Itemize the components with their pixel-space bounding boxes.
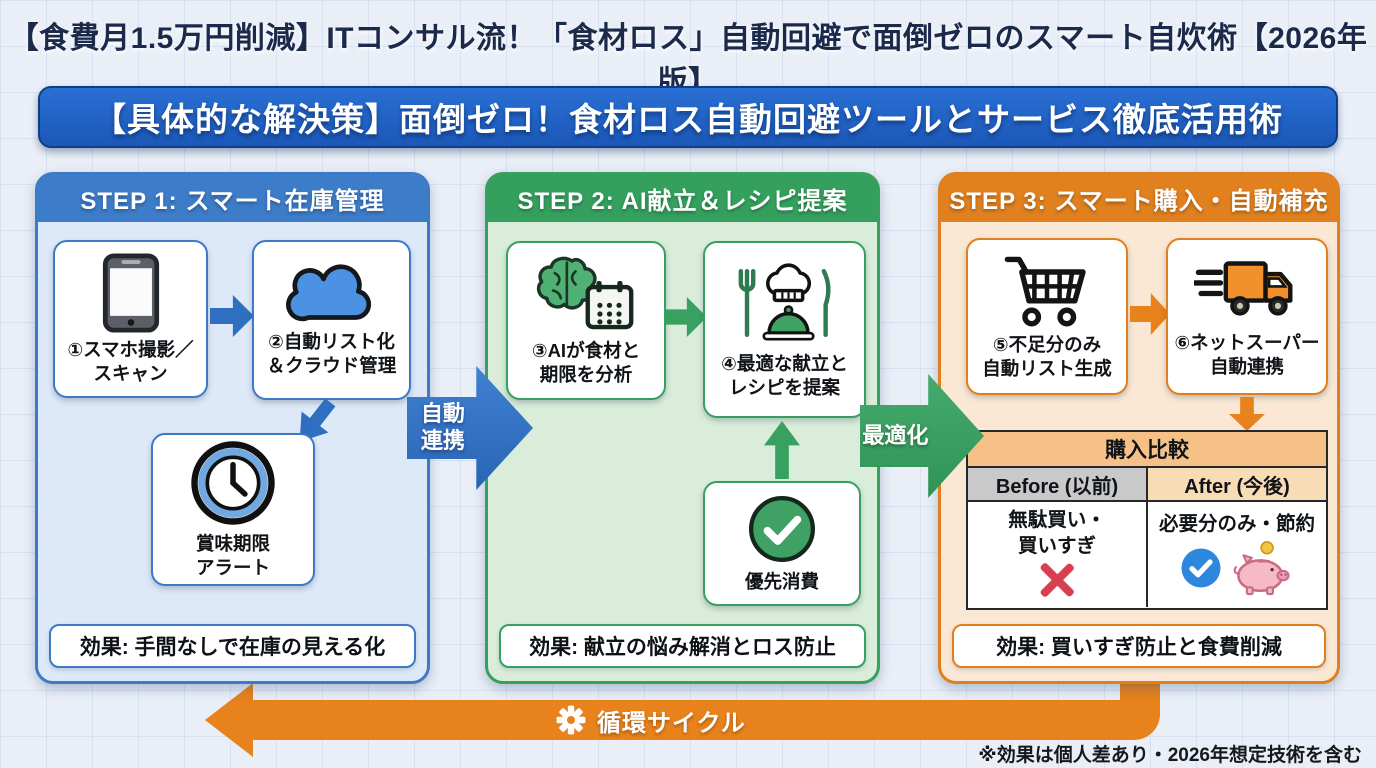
- optimize-arrow-label: 最適化: [862, 422, 929, 448]
- cycle-arrow-shaft: [253, 700, 1120, 740]
- cycle-arrow-connector: [1120, 680, 1160, 740]
- clock-icon: [191, 441, 275, 526]
- card-priority-consume-label: 優先消費: [744, 571, 819, 593]
- card-smartphone-scan: ①スマホ撮影／スキャン: [53, 240, 208, 398]
- before-column-header: Before (以前): [968, 468, 1148, 500]
- cycle-label-text: 循環サイクル: [597, 709, 746, 737]
- cycle-label: 循環サイクル: [555, 701, 746, 739]
- card-menu-recipe-label: ④最適な献立とレシピを提案: [721, 353, 848, 398]
- card-netsuper-link-label: ⑥ネットスーパー自動連携: [1174, 332, 1320, 377]
- before-cell: 無駄買い・ 買いすぎ: [968, 502, 1148, 607]
- step3-effect: 効果: 買いすぎ防止と食費削減: [952, 624, 1326, 668]
- page-title: 【食費月1.5万円削減】ITコンサル流！「食材ロス」自動回避で面倒ゼロのスマート…: [8, 22, 1368, 99]
- card-netsuper-link: ⑥ネットスーパー自動連携: [1166, 238, 1328, 395]
- footnote: ※効果は個人差あり・2026年想定技術を含む: [978, 745, 1362, 766]
- smartphone-icon: [102, 253, 159, 333]
- card-ai-analyze: ③AIが食材と期限を分析: [506, 241, 666, 400]
- card-auto-list-cloud: ②自動リスト化＆クラウド管理: [252, 240, 411, 400]
- step3-header: STEP 3: スマート購入・自動補充: [940, 174, 1338, 222]
- piggy-bank-icon: [1233, 541, 1290, 596]
- arrow-step1-right-icon: [210, 295, 254, 337]
- step2-panel: STEP 2: AI献立＆レシピ提案 ③AIが食材と期限を分析: [485, 172, 880, 684]
- red-cross-icon: [1040, 563, 1074, 597]
- comparison-table-title: 購入比較: [968, 432, 1326, 468]
- card-menu-recipe: ④最適な献立とレシピを提案: [703, 241, 866, 418]
- after-column-header: After (今後): [1148, 468, 1326, 500]
- card-auto-shopping-list: ⑤不足分のみ自動リスト生成: [966, 238, 1128, 395]
- card-priority-consume: 優先消費: [703, 481, 861, 606]
- card-auto-list-cloud-label: ②自動リスト化＆クラウド管理: [266, 330, 397, 376]
- after-cell: 必要分のみ・節約: [1148, 502, 1326, 607]
- step1-header: STEP 1: スマート在庫管理: [37, 174, 428, 222]
- arrow-step3-right-icon: [1130, 293, 1170, 335]
- step1-panel: STEP 1: スマート在庫管理 ①スマホ撮影／スキャン ②自動リスト化＆クラウ…: [35, 172, 430, 684]
- auto-link-arrow-label: 自動 連携: [420, 401, 465, 453]
- delivery-truck-icon: [1194, 261, 1293, 316]
- card-smartphone-scan-label: ①スマホ撮影／スキャン: [67, 338, 194, 384]
- solution-banner: 【具体的な解決策】面倒ゼロ！食材ロス自動回避ツールとサービス徹底活用術: [38, 86, 1338, 148]
- chef-meal-icon: [738, 263, 830, 341]
- arrow-step2-right-icon: [665, 297, 707, 337]
- step1-effect: 効果: 手間なしで在庫の見える化: [49, 624, 416, 668]
- cloud-icon: [285, 264, 371, 322]
- step2-effect: 効果: 献立の悩み解消とロス防止: [499, 624, 866, 668]
- step3-panel: STEP 3: スマート購入・自動補充 ⑤不足分のみ自動リスト生成: [938, 172, 1340, 684]
- solution-banner-text: 【具体的な解決策】面倒ゼロ！食材ロス自動回避ツールとサービス徹底活用術: [93, 101, 1283, 138]
- purchase-comparison-table: 購入比較 Before (以前) After (今後) 無駄買い・ 買いすぎ: [966, 430, 1328, 610]
- card-ai-analyze-label: ③AIが食材と期限を分析: [531, 340, 641, 385]
- gear-icon: [556, 705, 586, 735]
- step2-header: STEP 2: AI献立＆レシピ提案: [487, 174, 878, 222]
- arrow-step2-up-icon: [764, 421, 800, 479]
- card-auto-shopping-list-label: ⑤不足分のみ自動リスト生成: [982, 334, 1112, 379]
- cycle-arrow-head-icon: [205, 683, 253, 757]
- arrow-step3-down-icon: [1229, 397, 1265, 431]
- card-expiry-alert-label: 賞味期限アラート: [195, 533, 270, 578]
- brain-calendar-icon: [536, 257, 634, 330]
- card-expiry-alert: 賞味期限アラート: [151, 433, 315, 586]
- shopping-cart-icon: [1004, 257, 1086, 327]
- check-circle-icon: [749, 496, 815, 563]
- blue-check-icon: [1181, 548, 1221, 588]
